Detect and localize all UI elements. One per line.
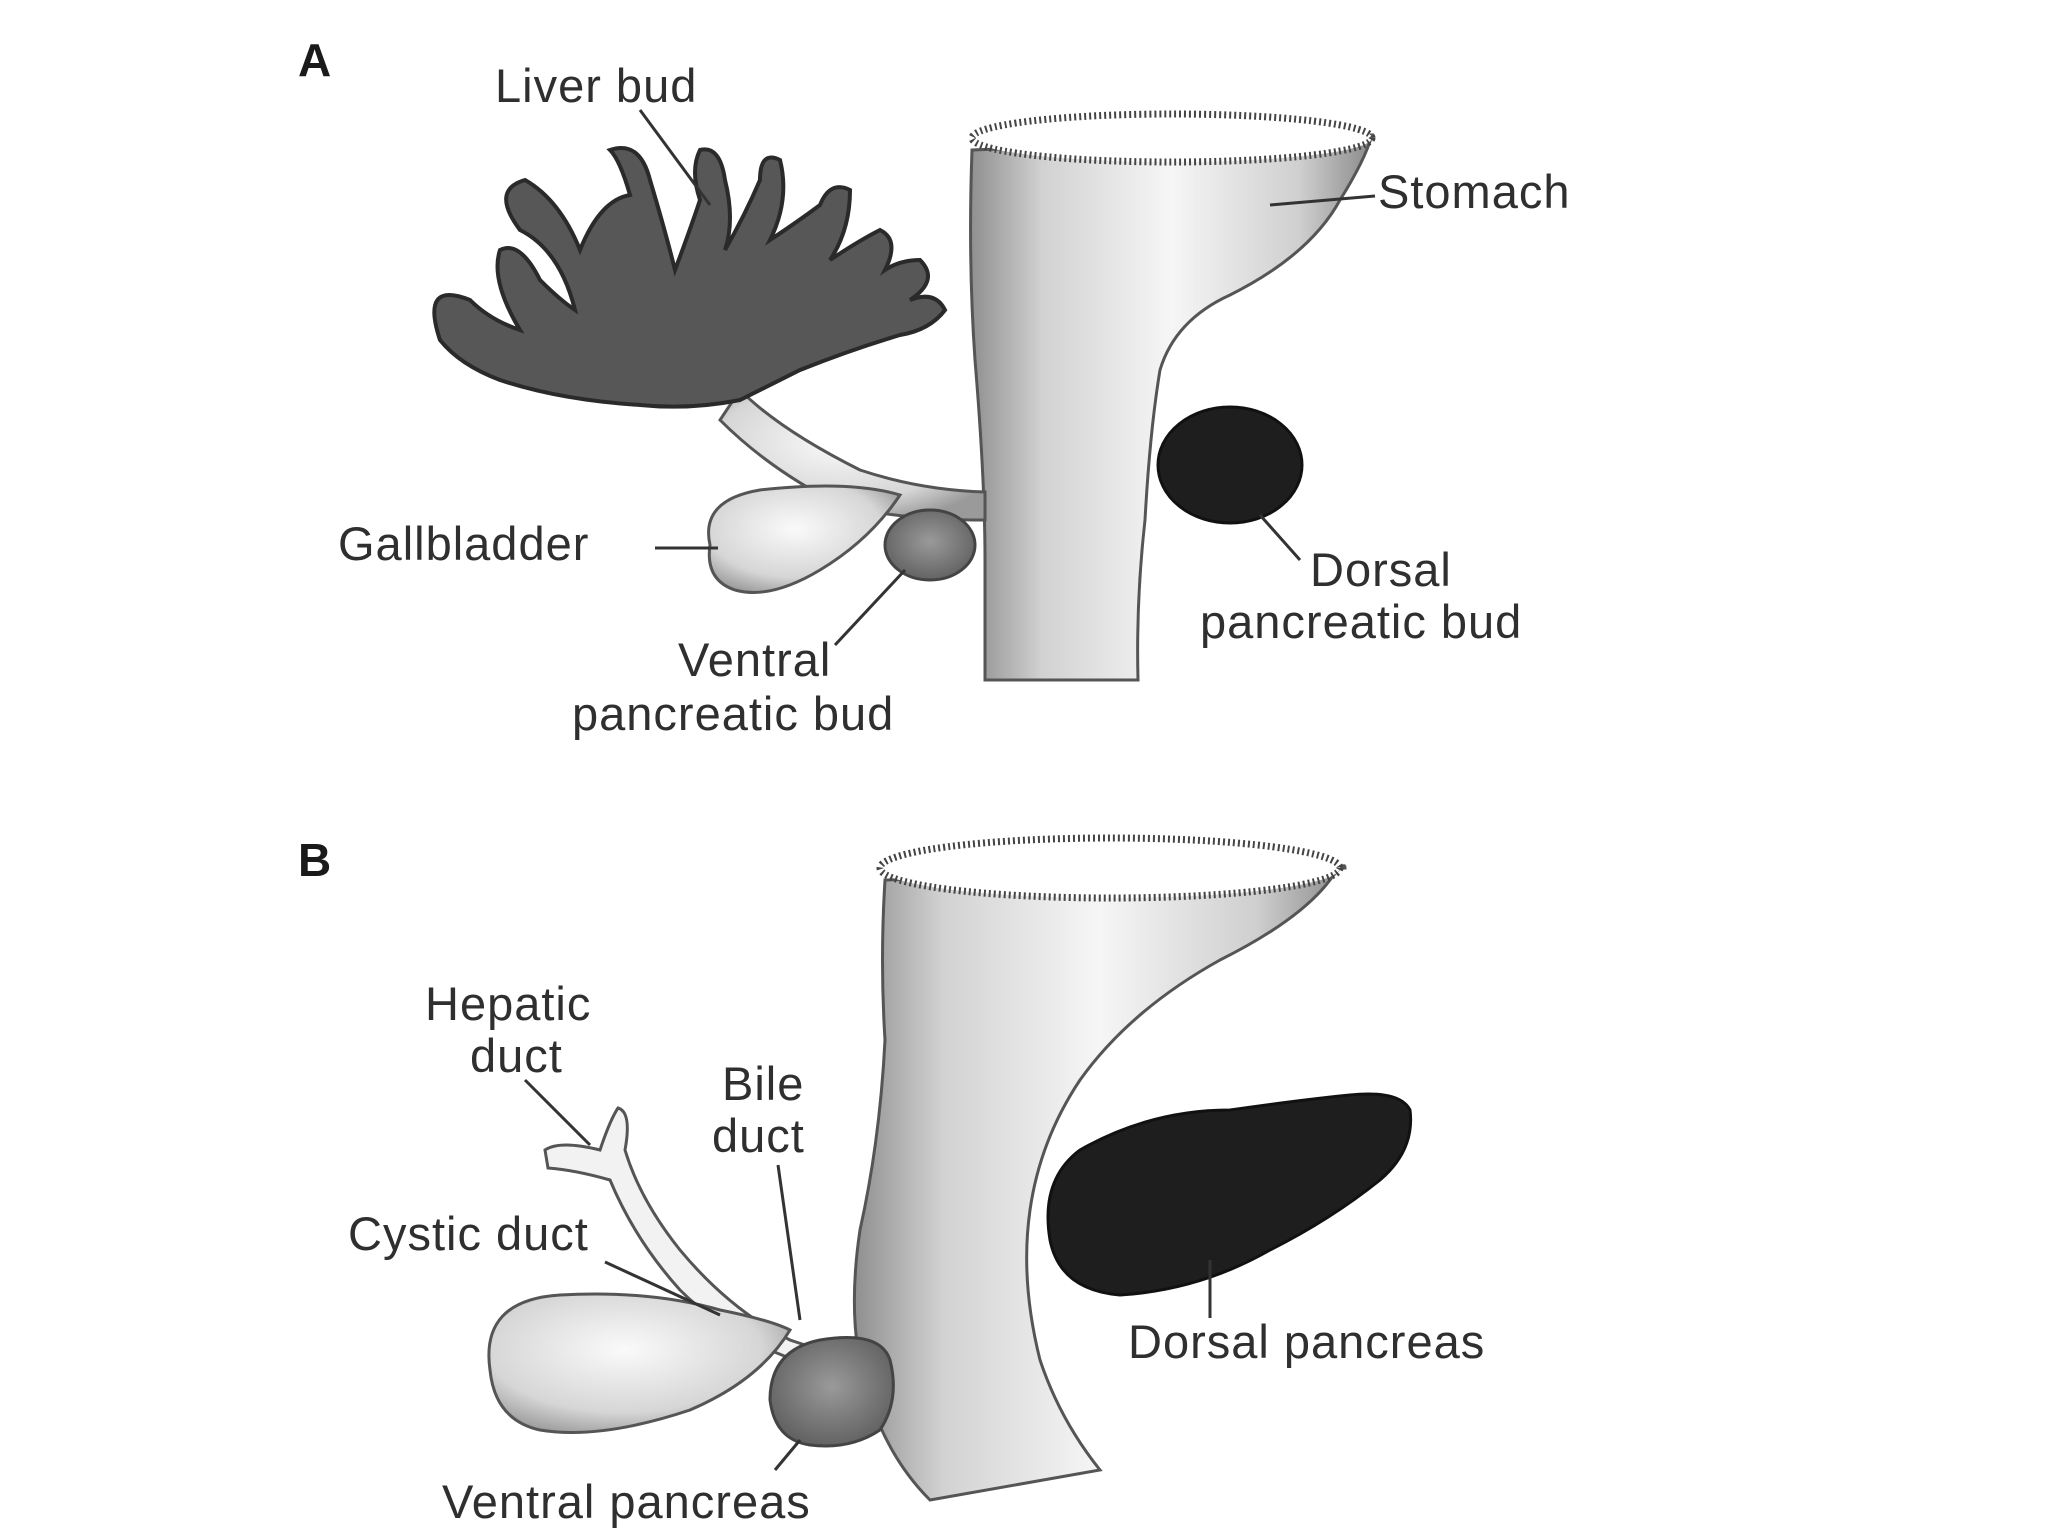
leader-stomach [1269, 194, 1376, 207]
leader-ventral-bud [833, 568, 907, 647]
label-ventral-bud-line1: Ventral [678, 633, 831, 686]
stomach-opening-b [876, 834, 1344, 902]
stomach-tube-a [969, 133, 1374, 682]
hepatic-duct-shape [543, 1106, 823, 1367]
panel-letter-a: A [298, 34, 331, 86]
label-cystic-duct: Cystic duct [348, 1207, 589, 1260]
label-bile-duct-line2: duct [712, 1109, 805, 1162]
leader-cystic-duct [604, 1260, 721, 1317]
gallbladder-b-shape [487, 1292, 793, 1434]
ventral-pancreas-shape [768, 1336, 895, 1448]
label-dorsal-bud-line1: Dorsal [1310, 543, 1452, 596]
panel-letter-b: B [298, 834, 331, 886]
dorsal-pancreas-shape [1046, 1092, 1413, 1297]
label-dorsal-pancreas: Dorsal pancreas [1128, 1315, 1485, 1368]
dorsal-pancreatic-bud-shape [1156, 405, 1304, 525]
label-ventral-pancreas: Ventral pancreas [442, 1475, 811, 1528]
leader-bile-duct [776, 1164, 802, 1321]
label-ventral-bud-line2: pancreatic bud [572, 687, 894, 740]
label-hepatic-duct-line2: duct [470, 1029, 563, 1082]
stomach-tube-b [852, 864, 1347, 1502]
label-hepatic-duct-line1: Hepatic [425, 977, 591, 1030]
leader-dorsal-bud [1258, 514, 1302, 561]
label-gallbladder: Gallbladder [338, 517, 589, 570]
panel-b: B Hepatic duct Bile duct Cystic duct Dor… [298, 834, 1485, 1528]
ventral-pancreatic-bud-shape [883, 508, 977, 582]
leader-ventral-pancreas [773, 1439, 802, 1471]
panel-a: A Liver bud Stomach Gallbladder Dorsal p… [298, 34, 1570, 740]
leader-liver-bud [638, 109, 712, 206]
stomach-opening-a [968, 110, 1376, 166]
gallbladder-a-shape [707, 484, 903, 594]
hepatic-stalk-a [718, 387, 987, 522]
leader-hepatic-duct [523, 1078, 592, 1147]
label-dorsal-bud-line2: pancreatic bud [1200, 595, 1522, 648]
label-bile-duct-line1: Bile [722, 1057, 804, 1110]
liver-bud-shape [432, 146, 948, 409]
label-stomach: Stomach [1378, 165, 1570, 218]
label-liver-bud: Liver bud [495, 59, 697, 112]
